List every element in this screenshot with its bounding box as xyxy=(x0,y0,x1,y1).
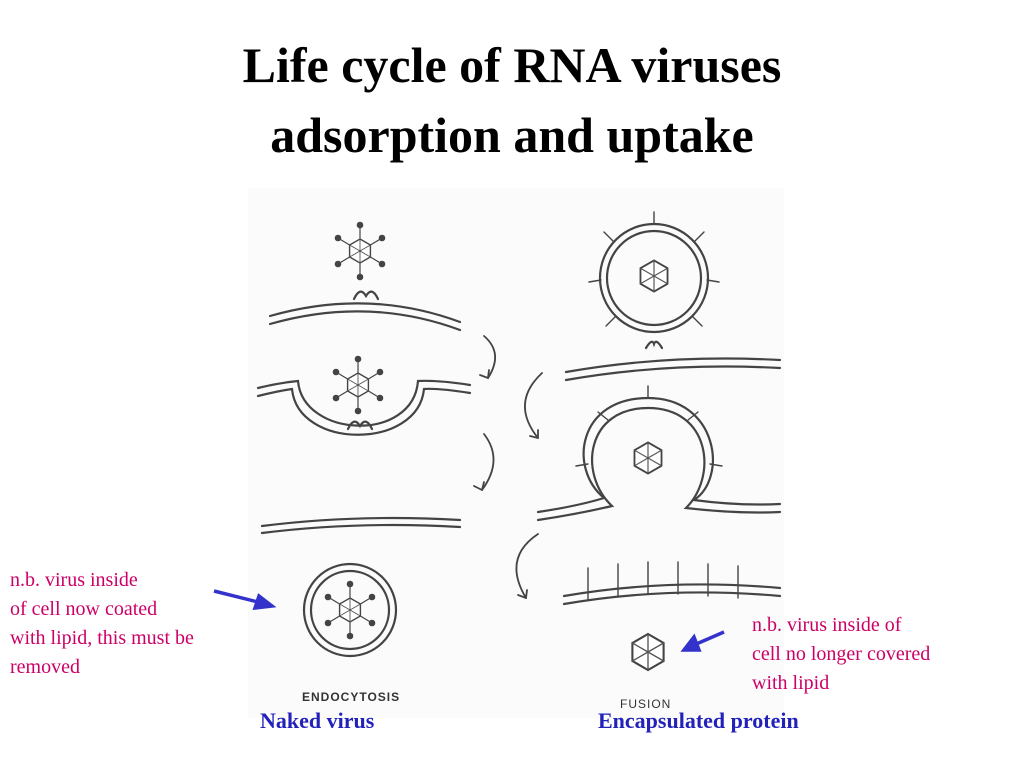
note-right-line-3: with lipid xyxy=(752,672,830,694)
note-left-line-3: with lipid, this must be xyxy=(10,627,194,649)
endocytosis-label: ENDOCYTOSIS xyxy=(302,690,400,704)
note-left-line-4: removed xyxy=(10,656,80,678)
fusion-stage-2 xyxy=(536,385,782,522)
caption-naked-virus: Naked virus xyxy=(260,708,375,733)
fusion-label: FUSION xyxy=(620,697,671,711)
slide-title-line-1: Life cycle of RNA viruses xyxy=(242,37,782,93)
note-right-line-1: n.b. virus inside of xyxy=(752,614,902,636)
endocytosis-stage-3 xyxy=(260,516,462,658)
fusion-stage-3 xyxy=(562,561,782,672)
left-arrowhead-icon xyxy=(252,593,277,611)
left-callout-arrow xyxy=(213,589,263,605)
fusion-stage-1 xyxy=(564,211,782,382)
note-left-line-2: of cell now coated xyxy=(10,598,158,620)
virus-uptake-diagram: ENDOCYTOSIS FUSION xyxy=(248,188,784,718)
right-arrowhead-icon xyxy=(680,633,702,652)
endocytosis-stage-1 xyxy=(268,223,462,332)
note-right-line-2: cell no longer covered xyxy=(752,643,931,665)
note-left-line-1: n.b. virus inside xyxy=(10,569,138,591)
endocytosis-stage-2 xyxy=(256,357,472,436)
right-callout-arrow xyxy=(693,630,725,647)
note-right: n.b. virus inside of cell no longer cove… xyxy=(752,611,930,698)
slide-title-line-2: adsorption and uptake xyxy=(270,107,754,163)
transition-arrows xyxy=(473,335,543,599)
caption-encapsulated-protein: Encapsulated protein xyxy=(598,708,799,733)
note-left: n.b. virus inside of cell now coated wit… xyxy=(10,566,194,682)
